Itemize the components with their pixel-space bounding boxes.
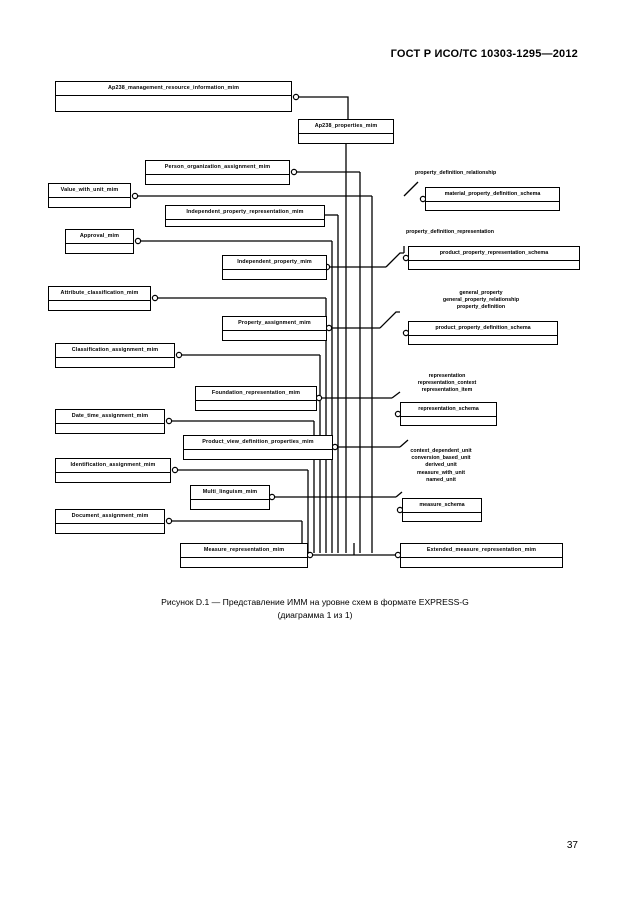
- schema-box-measure-representation-mim: Measure_representation_mim: [180, 543, 308, 568]
- entity-ref-line: context_dependent_unit: [410, 448, 472, 454]
- entity-ref-line: conversion_based_unit: [411, 455, 471, 462]
- entity-ref-line: representation_context: [417, 380, 477, 387]
- schema-box-body: [56, 358, 174, 367]
- schema-box-title: measure_schema: [419, 502, 465, 508]
- schema-box-classification-assignment-mim: Classification_assignment_mim: [55, 343, 175, 368]
- schema-box-document-assignment-mim: Document_assignment_mim: [55, 509, 165, 534]
- entity-ref-general-property-group: general_property general_property_relati…: [406, 290, 556, 312]
- schema-box-title: Extended_measure_representation_mim: [401, 544, 562, 558]
- page-number: 37: [566, 840, 578, 851]
- schema-box-foundation-representation-mim: Foundation_representation_mim: [195, 386, 317, 411]
- schema-box-body: [409, 335, 557, 344]
- schema-box-body: [401, 558, 562, 567]
- schema-box-body: [196, 401, 316, 410]
- schema-box-body: [56, 96, 291, 111]
- schema-box-body: [181, 558, 307, 567]
- schema-box-title: Product_view_definition_properties_mim: [184, 436, 332, 450]
- schema-box-body: [56, 473, 170, 482]
- schema-box-body: [191, 500, 269, 509]
- schema-box-independent-property-mim: Independent_property_mim: [222, 255, 327, 280]
- schema-box-title: Measure_representation_mim: [181, 544, 307, 558]
- figure-caption: Рисунок D.1 — Представление ИММ на уровн…: [0, 596, 630, 621]
- schema-box-body: [146, 175, 289, 184]
- schema-box-body: [401, 416, 496, 425]
- schema-box-body: [184, 450, 332, 459]
- schema-box-body: [403, 512, 481, 521]
- schema-box-identification-assignment-mim: Identification_assignment_mim: [55, 458, 171, 483]
- figure-caption-line-1: Рисунок D.1 — Представление ИММ на уровн…: [161, 597, 469, 607]
- schema-box-title: Independent_property_representation_mim: [166, 206, 324, 220]
- schema-box-material-property-definition-schema: material_property_definition_schema: [425, 187, 560, 211]
- schema-box-title: Multi_linguism_mim: [191, 486, 269, 500]
- schema-box-extended-measure-representation-mim: Extended_measure_representation_mim: [400, 543, 563, 568]
- entity-ref-line: representation_item: [421, 387, 473, 394]
- schema-box-title: representation_schema: [418, 406, 479, 412]
- schema-box-body: [56, 424, 164, 433]
- schema-box-title: Attribute_classification_mim: [49, 287, 150, 301]
- schema-box-ap238-management-resource-information-mim: Ap238_management_resource_information_mi…: [55, 81, 292, 112]
- entity-ref-representation-group: representation representation_context re…: [398, 373, 496, 395]
- schema-box-body: [49, 198, 130, 207]
- schema-box-title: Independent_property_mim: [223, 256, 326, 270]
- schema-box-title: Foundation_representation_mim: [196, 387, 316, 401]
- schema-box-independent-property-representation-mim: Independent_property_representation_mim: [165, 205, 325, 227]
- entity-ref-line: representation: [428, 373, 466, 379]
- schema-box-body: [56, 524, 164, 533]
- schema-box-attribute-classification-mim: Attribute_classification_mim: [48, 286, 151, 311]
- standard-header: ГОСТ Р ИСО/ТС 10303-1295—2012: [390, 48, 578, 60]
- schema-box-person-organization-assignment-mim: Person_organization_assignment_mim: [145, 160, 290, 185]
- schema-box-value-with-unit-mim: Value_with_unit_mim: [48, 183, 131, 208]
- schema-box-product-property-representation-schema: product_property_representation_schema: [408, 246, 580, 270]
- schema-box-body: [223, 331, 326, 340]
- schema-box-product-view-definition-properties-mim: Product_view_definition_properties_mim: [183, 435, 333, 460]
- entity-ref-line: general_property_relationship: [442, 297, 520, 304]
- entity-ref-line: property_definition: [456, 304, 506, 311]
- schema-box-property-assignment-mim: Property_assignment_mim: [222, 316, 327, 341]
- schema-box-title: Ap238_properties_mim: [299, 120, 393, 134]
- schema-box-body: [299, 134, 393, 143]
- schema-box-ap238-properties-mim: Ap238_properties_mim: [298, 119, 394, 144]
- schema-box-title: Date_time_assignment_mim: [56, 410, 164, 424]
- schema-box-title: Person_organization_assignment_mim: [146, 161, 289, 175]
- schema-box-title: Classification_assignment_mim: [56, 344, 174, 358]
- schema-box-date-time-assignment-mim: Date_time_assignment_mim: [55, 409, 165, 434]
- schema-box-body: [66, 244, 133, 253]
- entity-ref-property-definition-relationship: property_definition_relationship: [415, 170, 496, 177]
- schema-box-body: [166, 220, 324, 226]
- schema-box-body: [49, 301, 150, 310]
- schema-box-title: product_property_representation_schema: [439, 250, 549, 256]
- schema-box-title: Identification_assignment_mim: [56, 459, 170, 473]
- express-g-diagram: Ap238_management_resource_information_mi…: [48, 81, 580, 568]
- schema-box-body: [409, 260, 579, 269]
- schema-box-title: Property_assignment_mim: [223, 317, 326, 331]
- entity-ref-unit-group: context_dependent_unit conversion_based_…: [392, 448, 490, 484]
- schema-box-title: Approval_mim: [66, 230, 133, 244]
- entity-ref-line: measure_with_unit: [417, 469, 465, 476]
- entity-ref-line: general_property: [459, 290, 503, 296]
- schema-box-multi-linguism-mim: Multi_linguism_mim: [190, 485, 270, 510]
- schema-box-product-property-definition-schema: product_property_definition_schema: [408, 321, 558, 345]
- entity-ref-line: property_definition_representation: [406, 229, 495, 235]
- schema-box-representation-schema: representation_schema: [400, 402, 497, 426]
- schema-box-measure-schema: measure_schema: [402, 498, 482, 522]
- entity-ref-line: named_unit: [426, 476, 456, 483]
- schema-box-body: [426, 201, 559, 210]
- schema-box-body: [223, 270, 326, 279]
- schema-box-title: product_property_definition_schema: [435, 325, 531, 331]
- schema-box-title: Document_assignment_mim: [56, 510, 164, 524]
- entity-ref-line: property_definition_relationship: [415, 170, 497, 176]
- entity-ref-property-definition-representation: property_definition_representation: [406, 229, 494, 236]
- entity-ref-line: derived_unit: [425, 462, 457, 469]
- schema-box-title: Ap238_management_resource_information_mi…: [56, 82, 291, 96]
- schema-box-approval-mim: Approval_mim: [65, 229, 134, 254]
- figure-caption-line-2: (диаграмма 1 из 1): [277, 609, 353, 620]
- schema-box-title: material_property_definition_schema: [444, 191, 541, 197]
- schema-box-title: Value_with_unit_mim: [49, 184, 130, 198]
